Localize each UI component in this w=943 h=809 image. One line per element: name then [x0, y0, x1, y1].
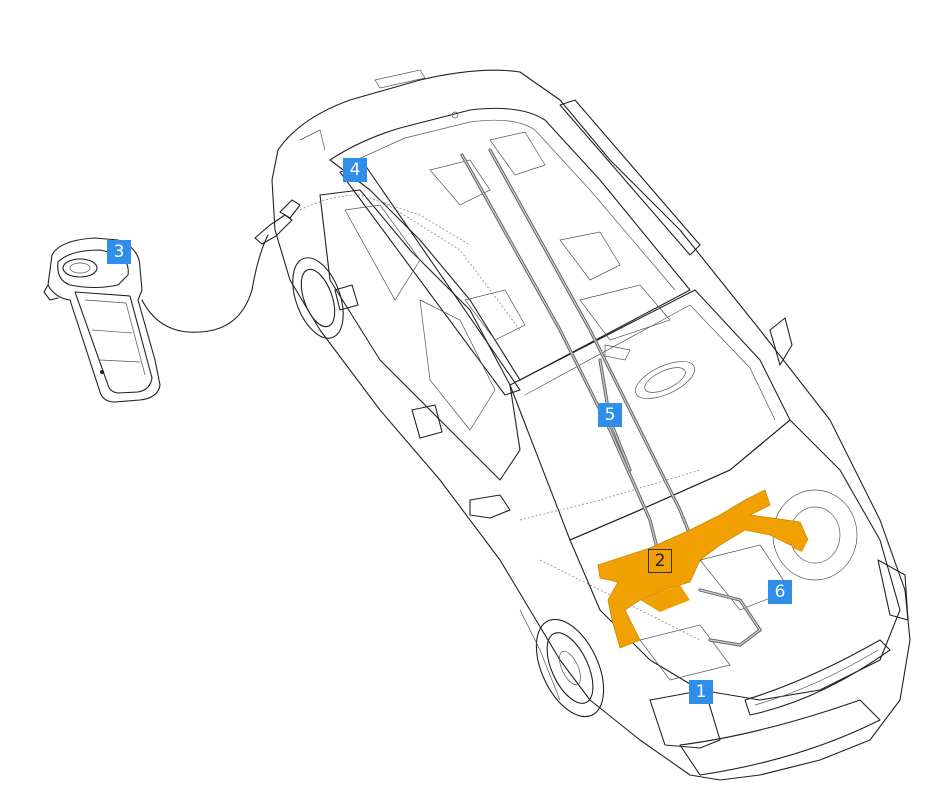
highlighted-component [598, 490, 808, 648]
callout-2: 2 [648, 549, 672, 573]
callout-3: 3 [107, 240, 131, 264]
charging-cable [142, 200, 300, 332]
charging-station [44, 238, 160, 402]
callout-5: 5 [598, 403, 622, 427]
callout-4: 4 [343, 158, 367, 182]
callout-1: 1 [689, 680, 713, 704]
callout-6: 6 [768, 580, 792, 604]
wheels [283, 251, 617, 727]
